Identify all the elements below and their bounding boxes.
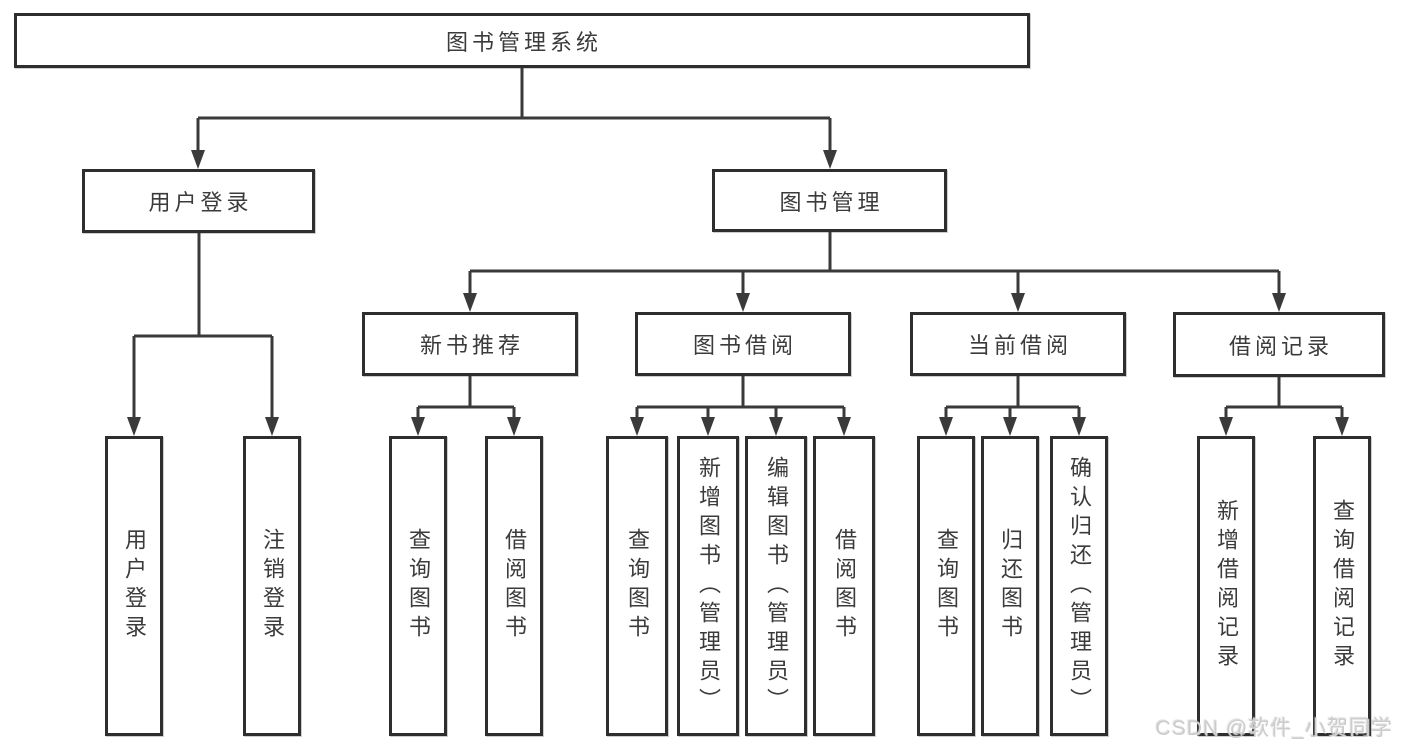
node-label: 查询借阅记录 <box>1330 499 1355 673</box>
node-new-book-recommendation: 新书推荐 <box>362 312 578 376</box>
node-root: 图书管理系统 <box>14 13 1030 68</box>
watermark: CSDN @软件_小贺同学 <box>1155 717 1393 740</box>
node-label: 归还图书 <box>998 528 1023 644</box>
node-user-login: 用户登录 <box>82 169 315 233</box>
leaf-logout-login: 注销登录 <box>243 436 301 736</box>
node-label: 新增借阅记录 <box>1214 499 1239 673</box>
leaf-user-login: 用户登录 <box>105 436 163 736</box>
leaf-borrowing-edit-book-admin: 编辑图书（管理员） <box>745 436 807 736</box>
node-label: 图书管理 <box>779 189 884 215</box>
node-label: 新增图书（管理员） <box>696 455 721 717</box>
leaf-borrowing-add-book-admin: 新增图书（管理员） <box>677 436 739 736</box>
node-label: 借阅图书 <box>502 528 527 644</box>
node-borrowing-records: 借阅记录 <box>1173 312 1385 377</box>
node-label: 用户登录 <box>122 528 147 644</box>
node-label: 借阅图书 <box>832 528 857 644</box>
leaf-recommend-query-books: 查询图书 <box>389 436 447 736</box>
leaf-current-return-books: 归还图书 <box>981 436 1039 736</box>
leaf-borrowing-query-books: 查询图书 <box>606 436 668 736</box>
node-label: 注销登录 <box>260 528 285 644</box>
node-label: 新书推荐 <box>419 333 524 358</box>
node-label: 查询图书 <box>625 528 650 644</box>
node-label: 确认归还（管理员） <box>1067 455 1092 717</box>
leaf-current-confirm-return-admin: 确认归还（管理员） <box>1050 436 1108 736</box>
node-label: 编辑图书（管理员） <box>764 455 789 717</box>
node-book-management: 图书管理 <box>712 169 947 232</box>
node-current-borrowing: 当前借阅 <box>910 312 1126 376</box>
node-label: 图书管理系统 <box>445 29 602 55</box>
node-label: 当前借阅 <box>967 333 1072 358</box>
arrowheads <box>127 150 1349 436</box>
node-label: 借阅记录 <box>1228 333 1333 359</box>
leaf-current-query-books: 查询图书 <box>917 436 975 736</box>
leaf-recommend-borrow-books: 借阅图书 <box>485 436 543 736</box>
node-label: 图书借阅 <box>692 333 797 358</box>
leaf-records-query-borrow-record: 查询借阅记录 <box>1313 436 1371 736</box>
leaf-records-add-borrow-record: 新增借阅记录 <box>1197 436 1255 736</box>
node-label: 查询图书 <box>934 528 959 644</box>
node-label: 用户登录 <box>148 190 253 215</box>
node-book-borrowing: 图书借阅 <box>635 312 851 376</box>
leaf-borrowing-borrow-books: 借阅图书 <box>813 436 875 736</box>
node-label: 查询图书 <box>406 528 431 644</box>
